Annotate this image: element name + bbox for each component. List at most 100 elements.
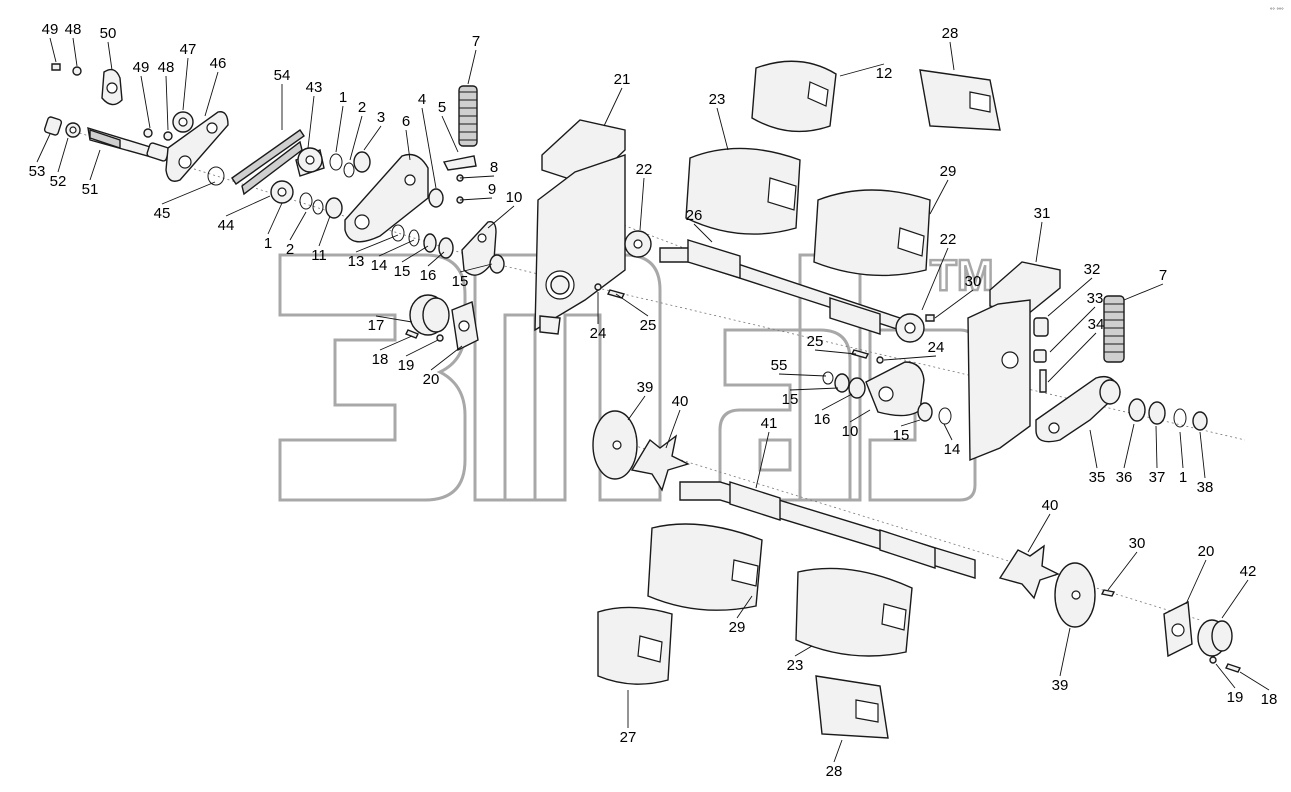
chain-sprockets (231, 129, 371, 219)
callout-leader-15 (789, 387, 839, 391)
callout-leader-55 (778, 373, 827, 377)
callout-number-2: 2 (358, 99, 366, 116)
callout-leader-49 (49, 37, 57, 63)
callout-number-47: 47 (180, 41, 197, 58)
callout-number-18: 18 (372, 351, 389, 368)
callout-leader-48 (165, 75, 169, 131)
callout-number-48: 48 (65, 21, 82, 38)
callout-number-17: 17 (368, 317, 385, 334)
callout-number-16: 16 (814, 411, 831, 428)
callout-leader-17 (375, 315, 413, 323)
callout-number-29: 29 (940, 163, 957, 180)
flange-20-bearing-42-right (1163, 600, 1241, 673)
callout-leader-25 (814, 349, 857, 355)
callout-number-50: 50 (100, 25, 117, 42)
callout-leader-30 (934, 289, 974, 319)
callout-number-28: 28 (826, 763, 843, 780)
callout-leader-42 (1221, 579, 1249, 619)
callout-leader-7 (467, 49, 477, 85)
callout-number-25: 25 (807, 333, 824, 350)
callout-number-24: 24 (928, 339, 945, 356)
callout-leader-40 (665, 409, 681, 449)
callout-leader-41 (755, 431, 770, 489)
callout-number-22: 22 (636, 161, 653, 178)
callout-number-22: 22 (940, 231, 957, 248)
callout-leader-10 (487, 205, 515, 229)
callout-leader-24 (883, 355, 937, 361)
callout-number-31: 31 (1034, 205, 1051, 222)
callout-number-20: 20 (1198, 543, 1215, 560)
callout-number-43: 43 (306, 79, 323, 96)
lever-35-rings (1035, 375, 1208, 443)
callout-number-13: 13 (348, 253, 365, 270)
callout-number-15: 15 (893, 427, 910, 444)
shaft-51-assembly (43, 63, 229, 186)
callout-leader-29 (929, 179, 949, 215)
callout-leader-4 (421, 107, 437, 189)
callout-number-41: 41 (761, 415, 778, 432)
callout-number-44: 44 (218, 217, 235, 234)
callout-number-48: 48 (158, 59, 175, 76)
callout-number-6: 6 (402, 113, 410, 130)
callout-number-19: 19 (1227, 689, 1244, 706)
callout-number-25: 25 (640, 317, 657, 334)
callout-leader-25 (615, 293, 649, 317)
callout-leader-31 (1035, 221, 1043, 263)
callout-leader-50 (107, 41, 113, 71)
corner-mark: °° °°° (1270, 8, 1284, 14)
callout-leader-16 (821, 393, 853, 411)
spring-7-top (458, 85, 478, 147)
callout-leader-2 (349, 115, 363, 161)
callout-number-1: 1 (1179, 469, 1187, 486)
callout-leader-15 (401, 245, 429, 263)
watermark-glyph-3 (278, 253, 467, 502)
callout-leader-26 (693, 223, 713, 243)
callout-leader-46 (204, 71, 219, 117)
callout-leader-5 (441, 115, 459, 153)
callout-leader-48 (72, 37, 78, 67)
callout-number-14: 14 (371, 257, 388, 274)
callout-number-30: 30 (965, 273, 982, 290)
callout-number-10: 10 (506, 189, 523, 206)
callout-leader-43 (307, 95, 315, 149)
callout-number-37: 37 (1149, 469, 1166, 486)
callout-number-51: 51 (82, 181, 99, 198)
callout-number-8: 8 (490, 159, 498, 176)
callout-number-19: 19 (398, 357, 415, 374)
callout-leader-1 (335, 105, 344, 153)
callout-number-40: 40 (672, 393, 689, 410)
callout-leader-33 (1049, 306, 1096, 353)
callout-number-55: 55 (771, 357, 788, 374)
callout-leader-7 (1123, 283, 1164, 301)
housing-6-lever-10 (344, 153, 505, 276)
callout-leader-19 (1215, 663, 1236, 689)
callout-number-11: 11 (311, 247, 327, 264)
callout-number-1: 1 (264, 235, 272, 252)
callout-leader-23 (716, 107, 729, 151)
callout-number-12: 12 (876, 65, 893, 82)
callout-leader-15 (900, 419, 921, 427)
callout-leader-38 (1199, 431, 1206, 479)
callout-leader-16 (427, 251, 445, 267)
callout-number-9: 9 (488, 181, 496, 198)
callout-number-36: 36 (1116, 469, 1133, 486)
callout-number-40: 40 (1042, 497, 1059, 514)
callout-leader-22 (921, 247, 949, 311)
callout-leader-28 (949, 41, 955, 71)
callout-number-26: 26 (686, 207, 703, 224)
callout-leader-45 (161, 181, 216, 205)
callout-number-38: 38 (1197, 479, 1214, 496)
callout-leader-39 (627, 395, 646, 421)
callout-number-5: 5 (438, 99, 446, 116)
callout-leader-53 (36, 133, 51, 163)
callout-number-3: 3 (377, 109, 385, 126)
rollers-bottom (597, 523, 913, 739)
callout-leader-10 (849, 409, 871, 423)
callout-number-1: 1 (339, 89, 347, 106)
callout-leader-49 (140, 75, 151, 129)
callout-leader-18 (379, 335, 413, 351)
callout-number-23: 23 (787, 657, 804, 674)
